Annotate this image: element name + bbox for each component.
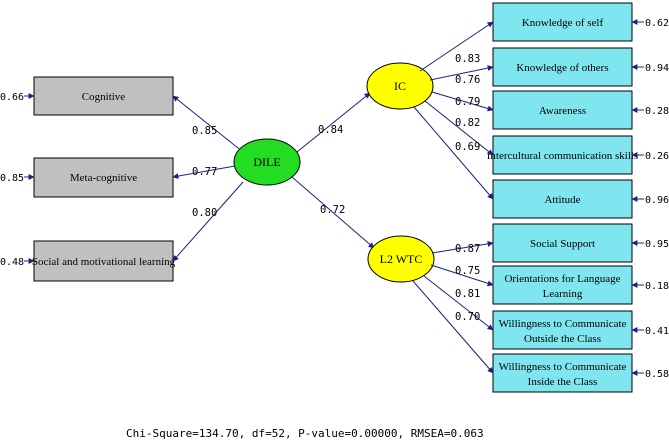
- loading-arrow: [172, 181, 244, 262]
- structural-arrow: [291, 176, 375, 249]
- loading-value: 0.70: [455, 311, 480, 323]
- loading-value: 0.83: [455, 53, 480, 65]
- indicator-label-line1: Orientations for Language: [504, 273, 620, 285]
- error-value: 0.85: [0, 173, 24, 184]
- structural-arrow: [296, 92, 371, 153]
- structural-value: 0.72: [320, 204, 345, 216]
- error-value: 0.62: [645, 18, 669, 29]
- ic-indicator-knowledge-of-self: Knowledge of self: [492, 2, 633, 42]
- error-value: 0.18: [645, 281, 669, 292]
- left-indicator-social-motivational: Social and motivational learning: [32, 240, 176, 282]
- wtc-indicator-orientations: Orientations for Language Learning: [492, 265, 633, 305]
- loading-value: 0.69: [455, 141, 480, 153]
- ic-indicator-knowledge-of-others: Knowledge of others: [492, 47, 633, 87]
- wtc-indicator-wtc-inside: Willingness to Communicate Inside the Cl…: [492, 353, 633, 393]
- error-value: 0.66: [0, 92, 24, 103]
- loading-value: 0.87: [455, 243, 480, 255]
- loading-arrow: [172, 95, 244, 153]
- error-value: 0.48: [0, 257, 24, 268]
- loading-arrow: [424, 100, 494, 156]
- indicator-label-line2: Outside the Class: [524, 333, 601, 345]
- error-value: 0.96: [645, 195, 669, 206]
- error-value: 0.95: [645, 239, 669, 250]
- error-value: 0.26: [645, 151, 669, 162]
- loading-arrow: [423, 275, 494, 331]
- fit-statistics: Chi-Square=134.70, df=52, P-value=0.0000…: [126, 427, 484, 440]
- loading-value: 0.85: [192, 125, 217, 137]
- indicator-label-line1: Willingness to Communicate: [499, 318, 627, 330]
- latent-l2wtc: L2 WTC: [367, 235, 435, 283]
- indicator-label: Cognitive: [82, 91, 126, 103]
- loading-value: 0.76: [455, 74, 480, 86]
- error-value: 0.58: [645, 369, 669, 380]
- indicator-label: Awareness: [539, 105, 586, 117]
- structural-value: 0.84: [318, 124, 343, 136]
- indicator-label: Attitude: [544, 194, 580, 206]
- loading-value: 0.82: [455, 117, 480, 129]
- left-indicator-meta-cognitive: Meta-cognitive: [33, 157, 174, 198]
- latent-dile: DILE: [233, 138, 301, 186]
- loading-value: 0.80: [192, 207, 217, 219]
- loading-arrow: [429, 65, 494, 81]
- loading-arrow: [419, 21, 494, 72]
- loading-arrow: [431, 91, 494, 112]
- latent-label: DILE: [253, 155, 280, 169]
- ic-indicator-intercultural-skills: Intercultural communication skills: [487, 135, 639, 175]
- loading-arrow: [172, 165, 236, 180]
- latent-label: IC: [394, 79, 406, 93]
- error-value: 0.28: [645, 106, 669, 117]
- loading-value: 0.79: [455, 96, 480, 108]
- indicator-label: Knowledge of others: [516, 62, 608, 74]
- wtc-indicator-social-support: Social Support: [492, 223, 633, 263]
- loading-value: 0.81: [455, 288, 480, 300]
- ic-indicator-attitude: Attitude: [492, 179, 633, 219]
- wtc-indicator-wtc-outside: Willingness to Communicate Outside the C…: [492, 310, 633, 350]
- indicator-label-line1: Willingness to Communicate: [499, 361, 627, 373]
- loading-value: 0.75: [455, 265, 480, 277]
- indicator-label: Social Support: [530, 238, 595, 250]
- error-value: 0.41: [645, 326, 669, 337]
- loading-arrow: [430, 264, 494, 287]
- ic-indicator-awareness: Awareness: [492, 90, 633, 130]
- left-indicator-cognitive: Cognitive: [33, 76, 174, 116]
- indicator-label-line2: Learning: [543, 288, 583, 300]
- indicator-label: Intercultural communication skills: [487, 150, 639, 162]
- loading-arrow: [413, 106, 494, 200]
- latent-label: L2 WTC: [380, 252, 423, 266]
- loading-value: 0.77: [192, 166, 217, 178]
- error-value: 0.94: [645, 63, 669, 74]
- indicator-label: Knowledge of self: [522, 17, 604, 29]
- latent-ic: IC: [366, 62, 434, 110]
- loading-arrow: [431, 240, 494, 254]
- indicator-label: Social and motivational learning: [32, 256, 176, 268]
- indicator-label-line2: Inside the Class: [528, 376, 598, 388]
- loading-arrow: [412, 280, 494, 374]
- indicator-label: Meta-cognitive: [70, 172, 137, 184]
